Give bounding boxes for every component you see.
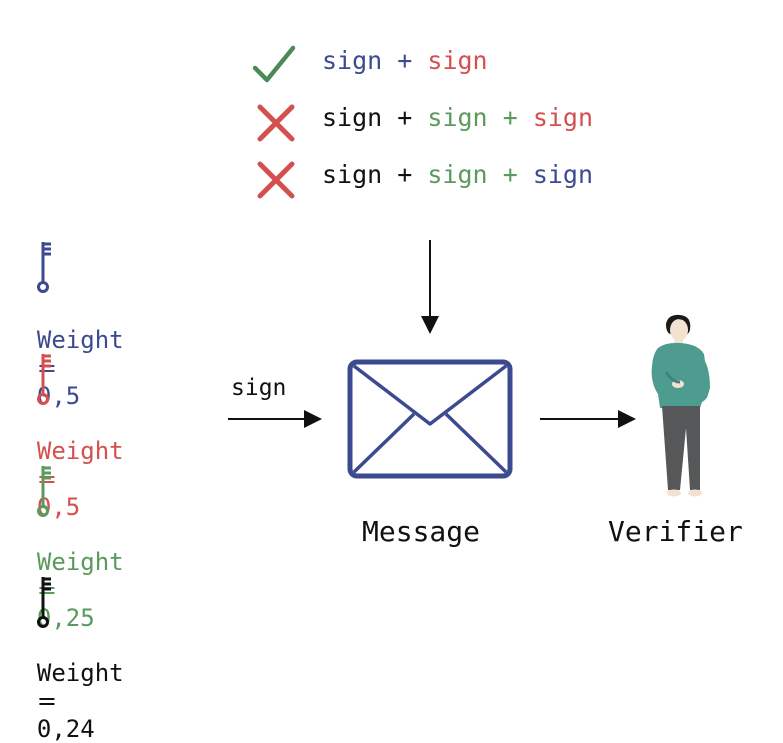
- weight-label: Weight: [36, 548, 124, 576]
- weight-equals: =: [36, 687, 58, 715]
- down-arrow: [421, 240, 439, 334]
- rule-plus: +: [397, 160, 413, 189]
- rule-sign: sign: [427, 103, 488, 132]
- rule-text-3: sign + sign + sign: [322, 160, 593, 190]
- message-envelope-icon: [347, 359, 513, 479]
- key-icon-red: [37, 354, 51, 405]
- key-weight-2: Weight = 0,5: [8, 409, 124, 521]
- rule-plus: +: [397, 103, 413, 132]
- rule-plus: +: [502, 103, 518, 132]
- cross-icon: [257, 104, 295, 142]
- key-weight-3: Weight = 0,25: [8, 520, 124, 632]
- rule-sign: sign: [427, 160, 488, 189]
- rule-row-2: [256, 103, 296, 147]
- rule-sign: sign: [427, 46, 488, 75]
- rule-sign: sign: [322, 103, 383, 132]
- key-icon-green: [37, 466, 51, 517]
- sign-arrow: [228, 410, 322, 428]
- verifier-person-icon: [651, 314, 710, 497]
- check-icon: [252, 45, 296, 83]
- rule-row-1: [252, 44, 296, 88]
- key-weight-1: Weight = 0,5: [8, 298, 124, 410]
- key-weight-4: Weight = 0,24: [8, 631, 124, 743]
- rule-text-1: sign + sign: [322, 46, 488, 76]
- message-label: Message: [362, 515, 481, 548]
- sign-arrow-label: sign: [231, 375, 287, 401]
- rule-plus: +: [502, 160, 518, 189]
- rule-text-2: sign + sign + sign: [322, 103, 593, 133]
- key-icon-black: [37, 577, 51, 628]
- cross-icon: [257, 161, 295, 199]
- key-icon-blue: [37, 242, 51, 293]
- rule-plus: +: [397, 46, 413, 75]
- rule-sign: sign: [532, 103, 594, 132]
- verify-arrow: [540, 410, 636, 428]
- rule-row-3: [256, 160, 296, 204]
- weight-label: Weight: [36, 659, 124, 687]
- weight-label: Weight: [36, 326, 124, 354]
- verifier-label: Verifier: [608, 515, 743, 548]
- rule-sign: sign: [322, 160, 383, 189]
- weight-label: Weight: [36, 437, 124, 465]
- rule-sign: sign: [322, 46, 383, 75]
- rule-sign: sign: [532, 160, 594, 189]
- weight-value: 0,24: [36, 715, 95, 743]
